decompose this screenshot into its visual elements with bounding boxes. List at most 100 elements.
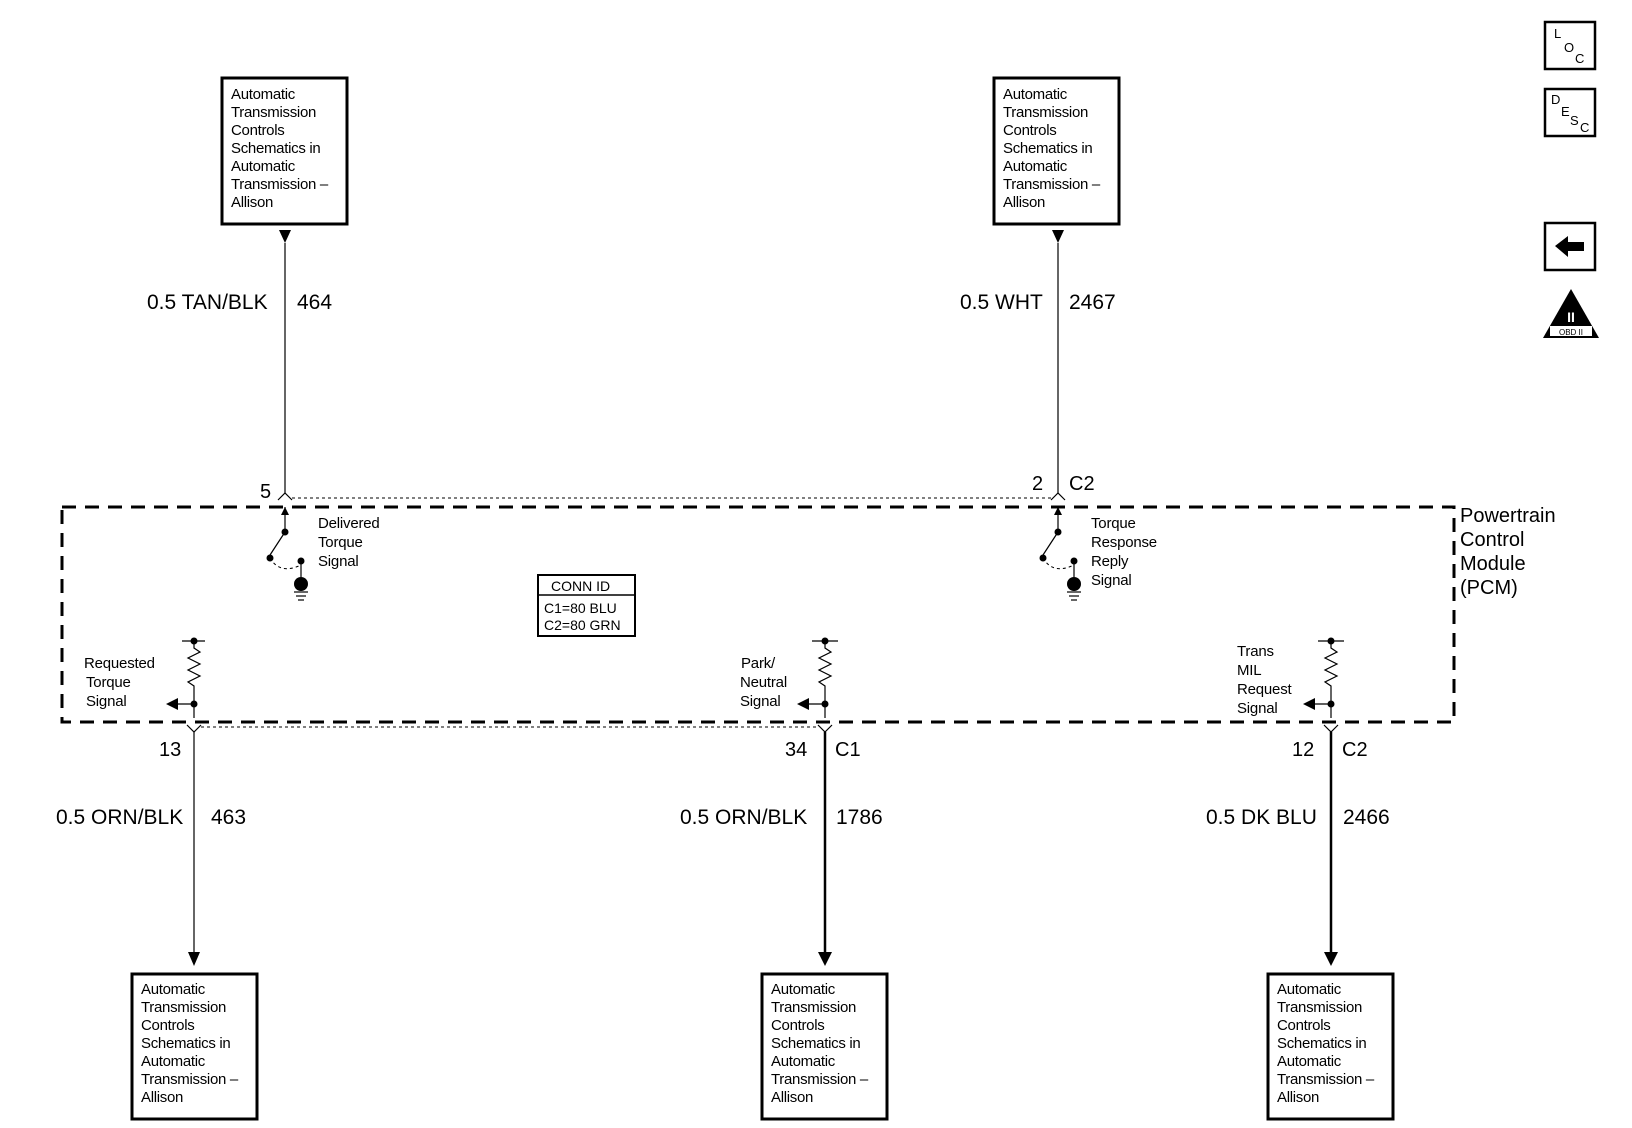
connector-label: C2 [1069, 473, 1095, 495]
pcm-label-line: (PCM) [1460, 577, 1518, 599]
trans-mil-input: Trans MIL Request Signal [1237, 637, 1344, 718]
ref-box-bottom-right[interactable]: Automatic Transmission Controls Schemati… [1266, 972, 1395, 1121]
signal-label-line: MIL [1237, 662, 1261, 679]
wire-color-label: 0.5 WHT [960, 291, 1043, 314]
loc-button[interactable]: L O C [1543, 20, 1597, 71]
desc-button[interactable]: D E S C [1543, 87, 1597, 138]
wire-463: 0.5 ORN/BLK 463 [56, 732, 246, 966]
conn-id-line: C1=80 BLU [544, 600, 617, 616]
requested-torque-input: Requested Torque Signal [84, 637, 205, 718]
ref-box-line: Transmission [1003, 104, 1088, 121]
wire-color-label: 0.5 TAN/BLK [147, 291, 268, 314]
wire-464: 0.5 TAN/BLK 464 [147, 230, 332, 493]
conn-id-line: C2=80 GRN [544, 617, 621, 633]
connector-label: C2 [1342, 739, 1368, 761]
ref-box-bottom-left[interactable]: Automatic Transmission Controls Schemati… [130, 972, 259, 1121]
wire-circuit-label: 1786 [836, 806, 883, 829]
signal-label-line: Signal [740, 693, 781, 710]
signal-label-line: Signal [1091, 572, 1132, 589]
pcm-label-line: Control [1460, 529, 1524, 551]
ref-box-line: Schematics in [771, 1035, 860, 1052]
ref-box-line: Transmission – [141, 1071, 239, 1088]
signal-label-line: Park/ [741, 655, 776, 672]
connector-bottom: 13 34 C1 12 C2 [159, 724, 1368, 761]
back-button[interactable] [1543, 221, 1597, 272]
signal-label-line: Signal [318, 553, 359, 570]
pcm-label-line: Powertrain [1460, 505, 1556, 527]
ref-box-line: Transmission [771, 999, 856, 1016]
ref-box-top-right[interactable]: Automatic Transmission Controls Schemati… [992, 76, 1121, 226]
wire-2466: 0.5 DK BLU 2466 [1206, 732, 1390, 966]
desc-letter: D [1551, 92, 1560, 107]
wire-circuit-label: 2467 [1069, 291, 1116, 314]
wire-color-label: 0.5 DK BLU [1206, 806, 1317, 829]
signal-label-line: Signal [86, 693, 127, 710]
ref-box-line: Schematics in [141, 1035, 230, 1052]
ref-box-line: Transmission – [1277, 1071, 1375, 1088]
wire-circuit-label: 2466 [1343, 806, 1390, 829]
ref-box-line: Allison [1277, 1089, 1319, 1106]
ref-box-line: Schematics in [231, 140, 320, 157]
signal-label-line: Torque [1091, 515, 1136, 532]
desc-letter: S [1570, 113, 1579, 128]
signal-label-line: Request [1237, 681, 1293, 698]
loc-letter: L [1554, 26, 1561, 41]
wire-circuit-label: 464 [297, 291, 332, 314]
pin-label: 5 [260, 481, 271, 503]
ref-box-line: Automatic [771, 981, 836, 998]
ref-box-line: Automatic [231, 158, 296, 175]
signal-label-line: Requested [84, 655, 155, 672]
ref-box-line: Controls [1003, 122, 1056, 139]
signal-label-line: Torque [86, 674, 131, 691]
pcm-label-line: Module [1460, 553, 1526, 575]
ref-box-line: Allison [231, 194, 273, 211]
ref-box-line: Automatic [1003, 158, 1068, 175]
wire-color-label: 0.5 ORN/BLK [56, 806, 183, 829]
ref-box-line: Schematics in [1003, 140, 1092, 157]
wire-1786: 0.5 ORN/BLK 1786 [680, 732, 883, 966]
ref-box-line: Allison [771, 1089, 813, 1106]
ref-box-line: Automatic [141, 981, 206, 998]
ref-box-line: Transmission [141, 999, 226, 1016]
wire-circuit-label: 463 [211, 806, 246, 829]
signal-label-line: Trans [1237, 643, 1274, 660]
ref-box-line: Automatic [1277, 1053, 1342, 1070]
ref-box-line: Allison [141, 1089, 183, 1106]
ref-box-line: Transmission – [1003, 176, 1101, 193]
desc-letter: C [1580, 120, 1589, 135]
back-arrow-icon [1555, 236, 1584, 257]
ref-box-line: Controls [231, 122, 284, 139]
ref-box-line: Controls [771, 1017, 824, 1034]
ref-box-line: Automatic [141, 1053, 206, 1070]
loc-letter: C [1575, 51, 1584, 66]
ref-box-line: Controls [141, 1017, 194, 1034]
connector-top: 5 2 C2 [260, 473, 1095, 503]
ref-box-line: Automatic [771, 1053, 836, 1070]
ref-box-line: Transmission [1277, 999, 1362, 1016]
ref-box-line: Transmission – [231, 176, 329, 193]
connector-label: C1 [835, 739, 861, 761]
obd-ii-icon: II OBD II [1543, 289, 1599, 338]
ref-box-line: Transmission [231, 104, 316, 121]
obd-roman: II [1567, 309, 1575, 325]
ref-box-top-left[interactable]: Automatic Transmission Controls Schemati… [220, 76, 349, 226]
wire-color-label: 0.5 ORN/BLK [680, 806, 807, 829]
pcm-module: Powertrain Control Module (PCM) [60, 505, 1556, 724]
obd-label: OBD II [1559, 328, 1583, 337]
ref-box-line: Transmission – [771, 1071, 869, 1088]
ref-box-line: Automatic [1277, 981, 1342, 998]
pin-label: 12 [1292, 739, 1314, 761]
ref-box-line: Schematics in [1277, 1035, 1366, 1052]
ref-box-line: Automatic [1003, 86, 1068, 103]
obd-ii-button[interactable]: II OBD II [1543, 289, 1599, 338]
signal-label-line: Response [1091, 534, 1157, 551]
conn-id-title: CONN ID [551, 578, 610, 594]
pin-label: 13 [159, 739, 181, 761]
signal-label-line: Reply [1091, 553, 1129, 570]
ref-box-bottom-mid[interactable]: Automatic Transmission Controls Schemati… [760, 972, 889, 1121]
pin-label: 34 [785, 739, 807, 761]
signal-label-line: Neutral [740, 674, 787, 691]
conn-id-box: CONN ID C1=80 BLU C2=80 GRN [537, 574, 636, 637]
ref-box-line: Allison [1003, 194, 1045, 211]
